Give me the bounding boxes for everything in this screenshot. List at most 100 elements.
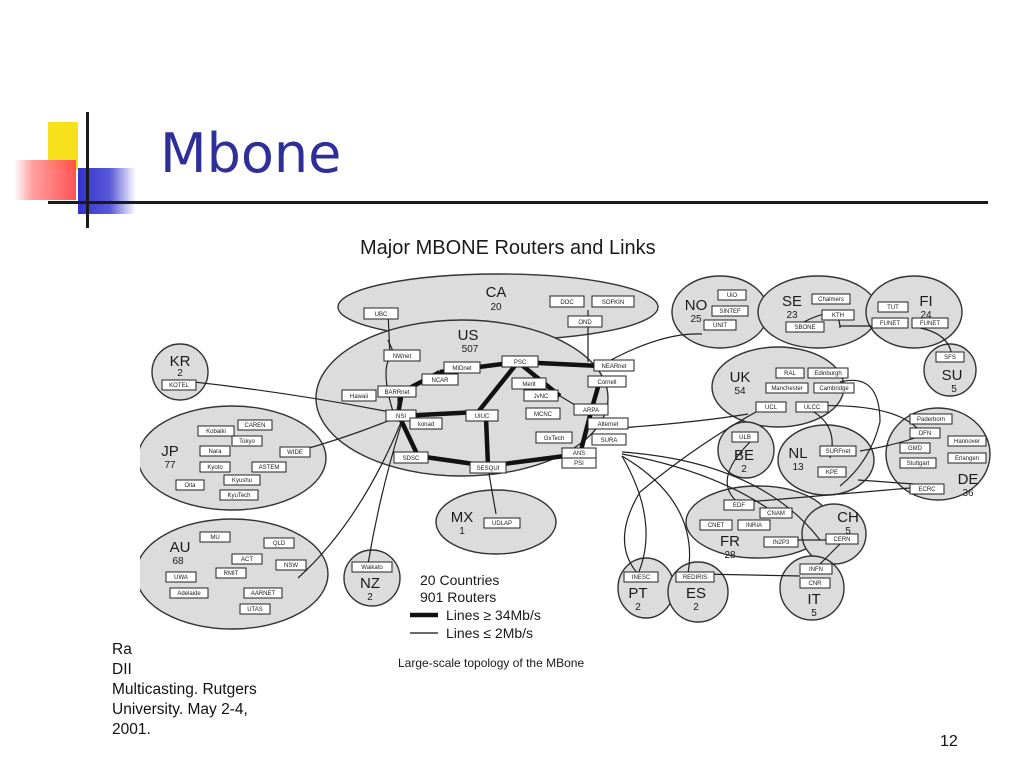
router-box-surfnet xyxy=(819,445,857,457)
legend-thin-line-label: Lines ≤ 2Mb/s xyxy=(446,625,533,641)
thin-link xyxy=(857,479,915,485)
title-underline xyxy=(48,201,988,204)
page-number: 12 xyxy=(940,733,958,750)
thin-link xyxy=(621,453,781,518)
router-box-sofkin xyxy=(591,295,635,308)
legend-countries: 20 Countries xyxy=(420,572,499,588)
region-count-jp: 77 xyxy=(164,460,176,471)
router-sofkin: SOFKIN xyxy=(602,300,624,306)
router-ulb: ULB xyxy=(739,435,751,441)
router-sdsc: SDSC xyxy=(403,456,420,462)
citation-line-3: Multicasting. Rutgers xyxy=(112,681,257,698)
router-box-utas xyxy=(239,603,271,615)
citation-line-5: 2001. xyxy=(112,721,151,738)
region-code-ch: CH xyxy=(837,509,859,526)
router-kyoto: Kyoto xyxy=(207,465,223,471)
router-box-kotel xyxy=(161,379,197,391)
region-code-nz: NZ xyxy=(360,575,380,592)
router-ond: OND xyxy=(578,320,592,326)
router-box-barrnet xyxy=(377,385,417,398)
legend-routers: 901 Routers xyxy=(420,589,496,605)
router-box-mu xyxy=(199,531,231,543)
router-ral: RAL xyxy=(784,371,796,377)
router-box-ucl xyxy=(755,401,787,413)
router-box-gmd xyxy=(899,442,931,454)
region-count-kr: 2 xyxy=(177,368,183,379)
router-box-inria xyxy=(737,519,771,531)
router-box-ecrc xyxy=(909,483,945,495)
router-box-nara xyxy=(199,445,231,457)
region-code-ca: CA xyxy=(486,284,507,301)
router-box-stuttgart xyxy=(899,457,937,469)
router-psi: PSI xyxy=(574,461,584,467)
router-udlap: UDLAP xyxy=(492,521,512,527)
router-box-astem xyxy=(251,461,287,473)
thin-link xyxy=(621,451,821,541)
router-waikato: Waikato xyxy=(361,565,383,571)
router-cambridge: Cambridge xyxy=(819,386,849,392)
region-count-fr: 28 xyxy=(724,550,736,561)
router-mu: MU xyxy=(210,535,219,541)
router-box-kyushu xyxy=(223,474,261,486)
region-se xyxy=(757,275,879,349)
router-box-rediris xyxy=(675,571,715,583)
region-count-es: 2 xyxy=(693,602,699,613)
router-infn: INFN xyxy=(809,567,823,573)
thin-link xyxy=(621,455,691,575)
router-box-ncar xyxy=(421,373,459,386)
region-code-fr: FR xyxy=(720,533,740,550)
router-funet: FUNET xyxy=(880,321,900,327)
thin-link xyxy=(623,406,766,575)
region-count-fi: 24 xyxy=(920,310,932,321)
region-code-nl: NL xyxy=(788,445,807,462)
router-inria: INRIA xyxy=(746,523,762,529)
router-box-ulcc xyxy=(795,401,829,413)
region-count-nl: 13 xyxy=(792,462,804,473)
region-code-de: DE xyxy=(958,471,979,488)
router-box-merit xyxy=(511,377,547,390)
router-box-mcnc xyxy=(525,407,561,420)
legend-thick-line-label: Lines ≥ 34Mb/s xyxy=(446,607,541,623)
diagram-caption: Large-scale topology of the MBone xyxy=(398,656,584,670)
router-box-infn xyxy=(799,563,833,575)
router-kyutech: KyuTech xyxy=(227,493,250,499)
region-code-se: SE xyxy=(782,293,802,310)
router-caren: CAREN xyxy=(244,423,265,429)
router-box-in2p3 xyxy=(763,536,799,548)
router-box-paderborn xyxy=(909,413,953,425)
thick-link xyxy=(397,417,421,457)
router-jvnc: JvNC xyxy=(534,394,549,400)
router-box-qld xyxy=(263,537,295,549)
thin-link xyxy=(297,419,403,579)
region-code-pt: PT xyxy=(628,585,647,602)
router-astem: ASTEM xyxy=(259,465,280,471)
router-box-psi xyxy=(561,457,597,469)
router-inesc: INESC xyxy=(632,575,651,581)
region-count-de: 36 xyxy=(962,488,974,499)
router-adelaide: Adelaide xyxy=(177,591,201,597)
router-tut: TUT xyxy=(887,305,899,311)
router-ucl: UCL xyxy=(765,405,778,411)
router-cnam: CNAM xyxy=(767,511,785,517)
router-uiuc: UIUC xyxy=(475,414,490,420)
router-nearnet: NEARnet xyxy=(601,364,626,370)
router-edf: EDF xyxy=(733,503,745,509)
title-decoration-vertical-line xyxy=(86,112,89,228)
router-box-doc xyxy=(549,295,585,308)
router-sura: SURA xyxy=(601,438,618,444)
router-konad: konad xyxy=(418,422,434,428)
router-box-uiuc xyxy=(465,409,499,422)
router-box-ubc xyxy=(363,307,399,320)
router-box-nsi xyxy=(385,409,417,422)
thin-link xyxy=(726,441,751,505)
thin-link xyxy=(839,379,881,487)
router-ecrc: ECRC xyxy=(918,487,936,493)
router-box-kyoto xyxy=(199,461,231,473)
router-box-wide xyxy=(279,446,311,458)
router-box-unit xyxy=(703,319,737,331)
router-box-rmit xyxy=(215,567,247,579)
router-oita: Oita xyxy=(184,483,196,489)
region-code-es: ES xyxy=(686,585,706,602)
router-sbone: SBONE xyxy=(794,325,815,331)
region-code-mx: MX xyxy=(451,509,474,526)
